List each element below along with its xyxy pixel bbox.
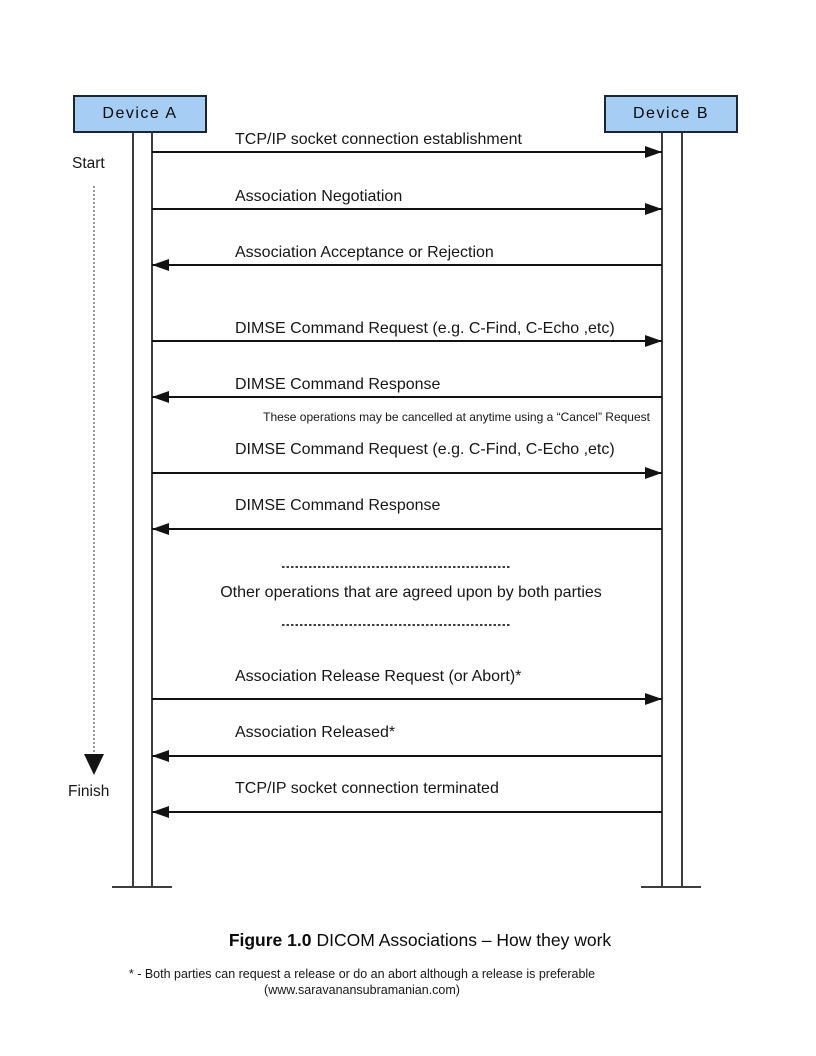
message-arrow-line bbox=[152, 811, 662, 813]
message-label: DIMSE Command Response bbox=[235, 376, 441, 393]
arrow-left-icon bbox=[152, 259, 169, 271]
lifeline-foot-device-a bbox=[112, 886, 172, 888]
lifeline-device-b-right bbox=[681, 133, 683, 888]
message-arrow-line bbox=[152, 755, 662, 757]
arrow-right-icon bbox=[645, 335, 662, 347]
timeline-start-label: Start bbox=[72, 155, 105, 172]
message-arrow-line bbox=[152, 396, 662, 398]
message-arrow-line bbox=[152, 340, 662, 342]
arrow-left-icon bbox=[152, 806, 169, 818]
cancel-note: These operations may be cancelled at any… bbox=[263, 410, 650, 424]
lifeline-device-a-left bbox=[132, 133, 134, 888]
arrow-right-icon bbox=[645, 203, 662, 215]
message-label: Association Release Request (or Abort)* bbox=[235, 668, 522, 685]
message-label: Association Negotiation bbox=[235, 188, 403, 205]
footnote-line-2: (www.saravanansubramanian.com) bbox=[264, 983, 460, 997]
message-label: Association Released* bbox=[235, 724, 396, 741]
dashed-separator-top bbox=[282, 566, 510, 568]
lifeline-device-b-left bbox=[661, 133, 663, 888]
footnote: * - Both parties can request a release o… bbox=[62, 966, 662, 998]
arrow-right-icon bbox=[645, 146, 662, 158]
message-label: DIMSE Command Request (e.g. C-Find, C-Ec… bbox=[235, 441, 615, 458]
message-label: DIMSE Command Request (e.g. C-Find, C-Ec… bbox=[235, 320, 615, 337]
message-arrow-line bbox=[152, 264, 662, 266]
figure-caption-label: Figure 1.0 bbox=[228, 930, 312, 950]
message-arrow-line bbox=[152, 472, 662, 474]
actor-label-device-b: Device B bbox=[632, 105, 710, 122]
timeline-dotted-line bbox=[93, 186, 95, 752]
message-label: TCP/IP socket connection terminated bbox=[235, 780, 499, 797]
message-arrow-line bbox=[152, 208, 662, 210]
arrow-right-icon bbox=[645, 467, 662, 479]
actor-label-device-a: Device A bbox=[102, 105, 178, 122]
lifeline-device-a-right bbox=[151, 133, 153, 888]
dashed-separator-bottom bbox=[282, 624, 510, 626]
arrow-right-icon bbox=[645, 693, 662, 705]
arrow-down-icon bbox=[84, 754, 104, 775]
message-arrow-line bbox=[152, 528, 662, 530]
arrow-left-icon bbox=[152, 750, 169, 762]
message-arrow-line bbox=[152, 151, 662, 153]
message-label: DIMSE Command Response bbox=[235, 497, 441, 514]
footnote-line-1: * - Both parties can request a release o… bbox=[128, 967, 596, 981]
timeline-finish-label: Finish bbox=[68, 783, 110, 800]
lifeline-foot-device-b bbox=[641, 886, 701, 888]
arrow-left-icon bbox=[152, 391, 169, 403]
figure-caption-title: DICOM Associations – How they work bbox=[316, 930, 612, 950]
arrow-left-icon bbox=[152, 523, 169, 535]
message-label: TCP/IP socket connection establishment bbox=[235, 131, 522, 148]
message-label: Association Acceptance or Rejection bbox=[235, 244, 494, 261]
actor-box-device-b: Device B bbox=[604, 95, 738, 133]
other-operations-label: Other operations that are agreed upon by… bbox=[220, 584, 602, 601]
actor-box-device-a: Device A bbox=[73, 95, 207, 133]
message-arrow-line bbox=[152, 698, 662, 700]
